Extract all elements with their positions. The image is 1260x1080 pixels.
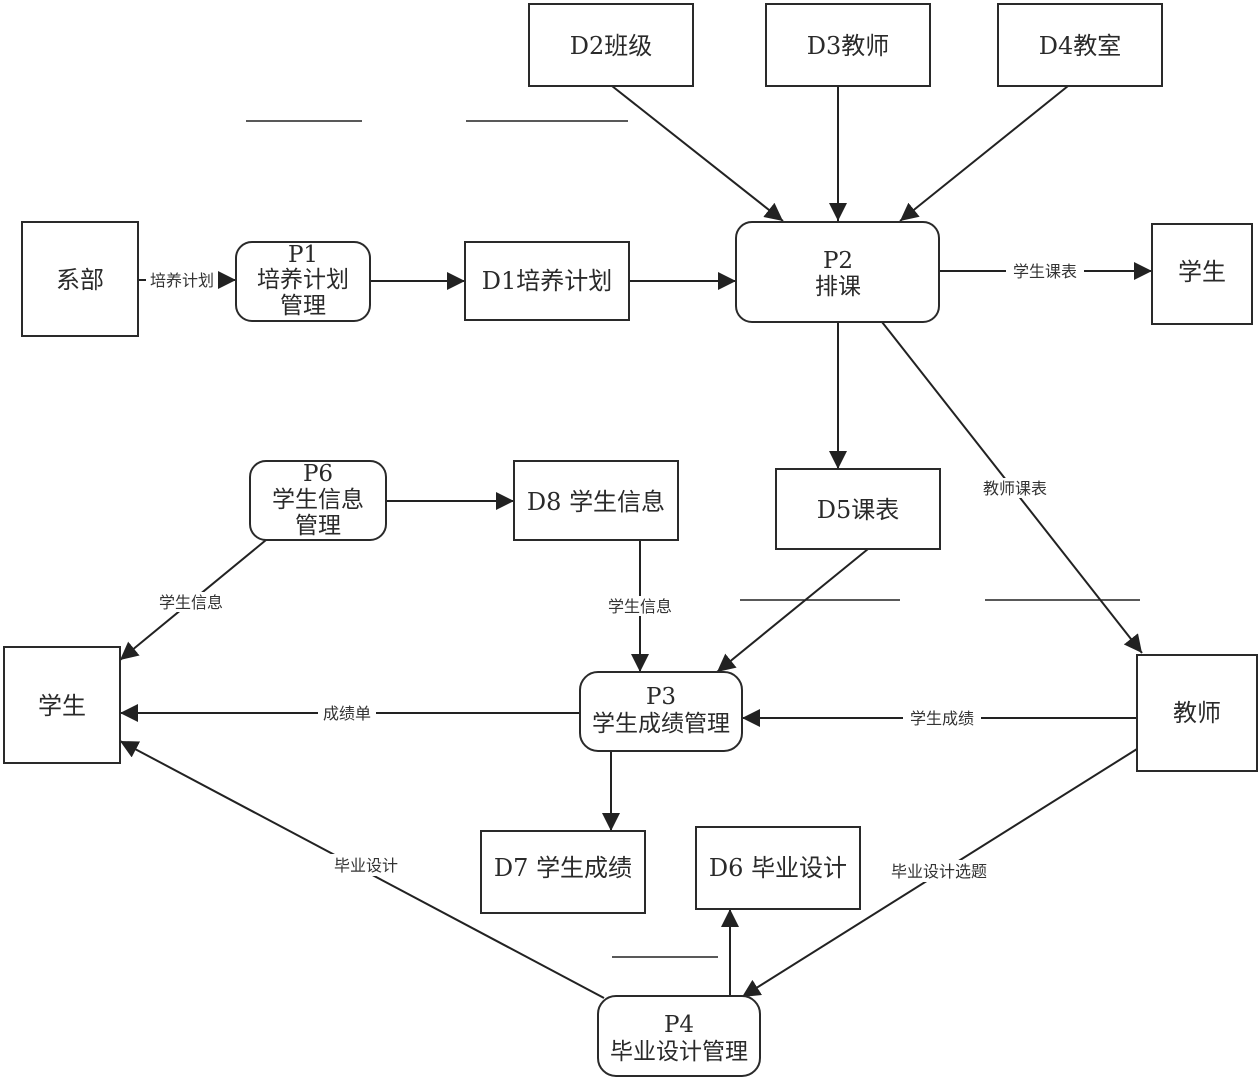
data-store-d8[interactable]: D8 学生信息 bbox=[513, 460, 679, 541]
entity-label: 教师 bbox=[1173, 699, 1221, 727]
flow-label-student-info-d8: 学生信息 bbox=[608, 597, 672, 616]
external-entities: 系部 学生 学生 教师 bbox=[3, 221, 1258, 772]
store-label: D5课表 bbox=[817, 496, 900, 524]
processes: P1 培养计划 管理 P2 排课 P3 学生成绩管理 P4 毕业设计管理 P6 … bbox=[235, 221, 940, 1077]
flow-label-graduation-design: 毕业设计 bbox=[334, 856, 398, 875]
store-label: D3教师 bbox=[807, 32, 890, 60]
process-label-line1: 学生信息 bbox=[272, 487, 364, 513]
process-code: P4 bbox=[664, 1012, 694, 1038]
process-p1[interactable]: P1 培养计划 管理 bbox=[235, 241, 371, 322]
data-stores: D1培养计划 D2班级 D3教师 D4教室 D5课表 D6 毕业设计 D7 学生… bbox=[464, 3, 1163, 914]
process-label-line1: 培养计划 bbox=[257, 267, 349, 293]
data-store-d5[interactable]: D5课表 bbox=[775, 468, 941, 550]
process-label-line2: 管理 bbox=[295, 513, 341, 539]
process-label-line2: 管理 bbox=[280, 293, 326, 319]
entity-label: 学生 bbox=[38, 692, 86, 720]
flow-labels: 培养计划 学生课表 教师课表 学生信息 学生信息 成绩单 学生成绩 毕业设计 毕… bbox=[146, 261, 1084, 882]
entity-label: 系部 bbox=[56, 266, 104, 294]
store-label: D4教室 bbox=[1039, 32, 1122, 60]
data-store-d6[interactable]: D6 毕业设计 bbox=[695, 826, 861, 910]
flow-label-transcript: 成绩单 bbox=[323, 704, 371, 723]
flow-label-training-plan: 培养计划 bbox=[150, 271, 214, 290]
process-p2[interactable]: P2 排课 bbox=[735, 221, 940, 323]
process-code: P3 bbox=[646, 684, 676, 710]
data-store-d7[interactable]: D7 学生成绩 bbox=[480, 830, 646, 914]
data-store-d2[interactable]: D2班级 bbox=[528, 3, 694, 87]
flow-label-teacher-timetable: 教师课表 bbox=[983, 479, 1047, 498]
store-label: D2班级 bbox=[570, 32, 653, 60]
external-entity-student-left[interactable]: 学生 bbox=[3, 646, 121, 764]
external-entity-teacher[interactable]: 教师 bbox=[1136, 654, 1258, 772]
store-label: D6 毕业设计 bbox=[709, 854, 847, 882]
external-entity-department[interactable]: 系部 bbox=[21, 221, 139, 337]
flow-d4-p2 bbox=[899, 85, 1069, 222]
data-store-d1[interactable]: D1培养计划 bbox=[464, 241, 630, 321]
flow-label-student-timetable: 学生课表 bbox=[1013, 262, 1077, 281]
process-code: P1 bbox=[288, 242, 318, 268]
artifact-lines bbox=[246, 120, 1140, 958]
process-code: P2 bbox=[823, 248, 853, 274]
process-label-line1: 学生成绩管理 bbox=[592, 711, 730, 737]
flow-d2-p2 bbox=[611, 85, 784, 222]
store-label: D7 学生成绩 bbox=[494, 854, 632, 882]
flow-d5-p3 bbox=[716, 548, 869, 673]
flow-label-student-info-p6: 学生信息 bbox=[159, 593, 223, 612]
store-label: D8 学生信息 bbox=[527, 488, 665, 516]
process-code: P6 bbox=[303, 461, 333, 487]
flow-label-student-grades: 学生成绩 bbox=[910, 709, 974, 728]
external-entity-student-top[interactable]: 学生 bbox=[1151, 223, 1253, 325]
flow-label-design-topic: 毕业设计选题 bbox=[891, 862, 987, 881]
data-store-d3[interactable]: D3教师 bbox=[765, 3, 931, 87]
data-store-d4[interactable]: D4教室 bbox=[997, 3, 1163, 87]
process-label-line1: 排课 bbox=[815, 274, 861, 300]
process-p3[interactable]: P3 学生成绩管理 bbox=[579, 671, 743, 752]
process-p6[interactable]: P6 学生信息 管理 bbox=[249, 460, 387, 541]
process-p4[interactable]: P4 毕业设计管理 bbox=[597, 995, 761, 1077]
process-label-line1: 毕业设计管理 bbox=[610, 1039, 748, 1065]
store-label: D1培养计划 bbox=[482, 267, 613, 295]
entity-label: 学生 bbox=[1178, 258, 1226, 286]
